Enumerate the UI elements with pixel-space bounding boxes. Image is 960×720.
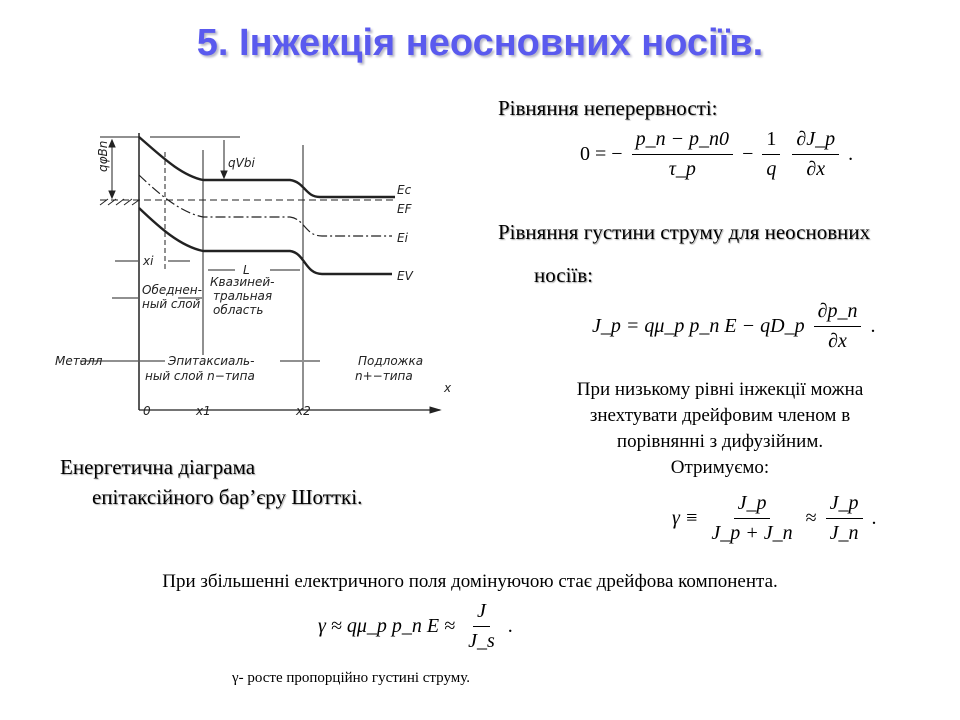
eq-lhs: γ ≡	[672, 507, 699, 529]
eq-end: .	[870, 315, 876, 337]
low-injection-text: При низькому рівні інжекції можна знехту…	[510, 377, 930, 481]
epi-label-1: Эпитаксиаль-	[167, 354, 254, 368]
eq-den2: J_n	[829, 522, 859, 544]
eq-end: .	[848, 143, 854, 165]
ev-label: EV	[397, 269, 414, 283]
eq-den: J_p + J_n	[711, 522, 793, 544]
footnote: γ- росте пропорційно густині струму.	[232, 670, 471, 686]
ev-curve	[138, 207, 392, 276]
ei-label: Ei	[397, 231, 409, 245]
metal-label: Металл	[55, 354, 103, 368]
q-vbi-label: qVbi	[228, 156, 255, 170]
eq-approx: ≈	[805, 507, 817, 529]
epi-label-2: ный слой n−типа	[145, 369, 255, 383]
eq-den: τ_p	[668, 158, 696, 180]
eq-minus: −	[742, 143, 754, 165]
substrate-label-2: n+−типа	[355, 369, 413, 383]
current-heading-line2: носіїв:	[534, 263, 594, 287]
ef-label: EF	[397, 202, 413, 216]
x1-label: x1	[195, 404, 211, 418]
eq-dden: ∂x	[828, 330, 847, 352]
quasi-label-2: тральная	[213, 289, 272, 303]
text-line: порівнянні з дифузійним.	[616, 431, 824, 452]
substrate-label-1: Подложка	[358, 354, 423, 368]
ec-label: Ec	[397, 183, 412, 197]
ei-curve	[138, 174, 392, 237]
text-line: знехтувати дрейфовим членом в	[589, 405, 851, 426]
continuity-heading: Рівняння неперервності:	[498, 96, 718, 120]
eq-lhs: J_p = qμ_p p_n E − qD_p	[592, 315, 805, 337]
eq-dnum: ∂J_p	[792, 128, 840, 155]
diagram-caption-line1: Енергетична діаграма	[60, 455, 256, 479]
l-label: L	[243, 263, 250, 277]
x2-label: x2	[295, 404, 311, 418]
depletion-label-2: ный слой	[142, 297, 201, 311]
eq-num: J	[472, 600, 490, 627]
slide-title: 5. Інжекція неосновних носіїв.	[196, 22, 764, 64]
xi-label: xi	[142, 254, 154, 268]
quasi-label-1: Квазиней-	[210, 275, 274, 289]
gamma-equation-2: γ ≈ qμ_p p_n E ≈ J J_s .	[318, 600, 513, 653]
depletion-label-1: Обеднен-	[142, 283, 202, 297]
field-text: При збільшенні електричного поля доміную…	[162, 571, 778, 592]
text-line: Отримуємо:	[670, 457, 770, 478]
eq-end: .	[507, 615, 513, 637]
x-axis-label: x	[443, 381, 452, 395]
eq-end: .	[871, 507, 877, 529]
current-equation: J_p = qμ_p p_n E − qD_p ∂p_n ∂x .	[592, 300, 875, 353]
continuity-equation: 0 = − p_n − p_n0 τ_p − 1 q ∂J_p ∂x .	[580, 128, 853, 181]
eq-one: 1	[762, 128, 781, 155]
eq-lhs: 0 = −	[580, 143, 623, 165]
q-phi-label: qφBn	[96, 141, 110, 172]
eq-num: p_n − p_n0	[631, 128, 734, 155]
diagram-caption-line2: епітаксійного бар’єру Шотткі.	[92, 485, 363, 509]
current-heading-line1: Рівняння густини струму для неосновних	[498, 220, 871, 244]
eq-dden: ∂x	[806, 158, 826, 180]
eq-den: J_s	[468, 630, 495, 652]
eq-dnum: ∂p_n	[813, 300, 862, 327]
energy-band-diagram: qφBn qVbi Ec EF Ei EV xi L Обеднен- ный …	[55, 133, 452, 418]
ec-curve	[138, 136, 395, 199]
eq-num: J_p	[733, 492, 771, 519]
eq-num2: J_p	[825, 492, 863, 519]
zero-label: 0	[143, 404, 151, 418]
eq-q: q	[766, 158, 777, 180]
text-line: При низькому рівні інжекції можна	[576, 379, 864, 400]
eq-lhs: γ ≈ qμ_p p_n E ≈	[318, 615, 456, 637]
quasi-label-3: область	[213, 303, 263, 317]
